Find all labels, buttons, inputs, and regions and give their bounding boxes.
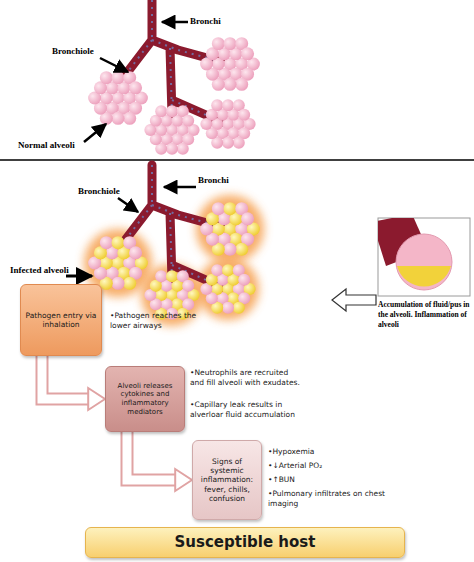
- pointer-arrow: [84, 124, 106, 142]
- pointer-arrow: [100, 58, 128, 72]
- box-text: Signs of systemic inflammation: fever, c…: [196, 457, 258, 504]
- alveoli-cluster: [88, 71, 148, 125]
- part-label: Bronchiole: [78, 186, 138, 196]
- arrow-head: [175, 469, 192, 491]
- pointer-arrow: [164, 186, 196, 189]
- bullet-note: •Pulmonary infiltrates on chest imaging: [268, 489, 388, 508]
- infected-alveoli-cluster: [88, 236, 148, 290]
- pus-fill: [397, 266, 451, 287]
- pointer-arrow: [66, 275, 92, 278]
- bullet-note: •↓Arterial PO₂: [268, 461, 388, 471]
- bullet-note: •Pathogen reaches the lower airways: [110, 311, 205, 330]
- alveoli-cluster: [144, 105, 199, 154]
- arrow-body: [127, 432, 180, 480]
- box-text: Pathogen entry via inhalation: [24, 311, 98, 330]
- infected-alveoli-cluster: [200, 264, 255, 313]
- alveolus: [396, 234, 452, 290]
- process-box: Alveoli releases cytokines and inflammat…: [105, 366, 185, 432]
- infected-alveoli-cluster: [200, 202, 260, 256]
- process-box: Signs of systemic inflammation: fever, c…: [192, 440, 262, 520]
- elbow-arrow: [42, 356, 105, 410]
- alveoli-cluster: [200, 37, 260, 91]
- box-text: Alveoli releases cytokines and inflammat…: [109, 382, 181, 417]
- bullet-note: •Neutrophils are recruited and fill alve…: [190, 368, 302, 387]
- arrow-outline: [42, 356, 93, 399]
- bullet-note: •Capillary leak results in alverloar flu…: [190, 400, 302, 419]
- part-label: Normal alveoli: [18, 140, 98, 150]
- pointer-arrow: [162, 21, 188, 24]
- pointer-arrow: [118, 198, 138, 212]
- part-label: Accumulation of fluid/pus in the alveoli…: [378, 300, 472, 330]
- bullet-note: •Hypoxemia: [268, 447, 388, 457]
- part-label: Bronchiole: [52, 46, 112, 56]
- arrow-outline: [127, 432, 180, 480]
- alveoli-cluster: [200, 99, 255, 148]
- arrow-body: [42, 356, 93, 399]
- normal-airway-tree: [88, 0, 260, 155]
- part-label: Bronchi: [190, 16, 250, 26]
- divider-line: [0, 159, 474, 161]
- hollow-arrow: [332, 289, 376, 311]
- host-band: Susceptible host: [85, 527, 405, 558]
- part-label: Infected alveoli: [10, 265, 90, 275]
- process-box: Pathogen entry via inhalation: [20, 284, 102, 356]
- arrow-head: [88, 388, 105, 410]
- bullet-note: •↑BUN: [268, 475, 388, 485]
- box-text: Susceptible host: [175, 533, 316, 552]
- inflammation-glow: [196, 195, 264, 263]
- inflammation-glow: [197, 258, 259, 320]
- part-label: Bronchi: [198, 175, 248, 185]
- alveolus-inset: [372, 214, 470, 296]
- elbow-arrow: [127, 432, 192, 491]
